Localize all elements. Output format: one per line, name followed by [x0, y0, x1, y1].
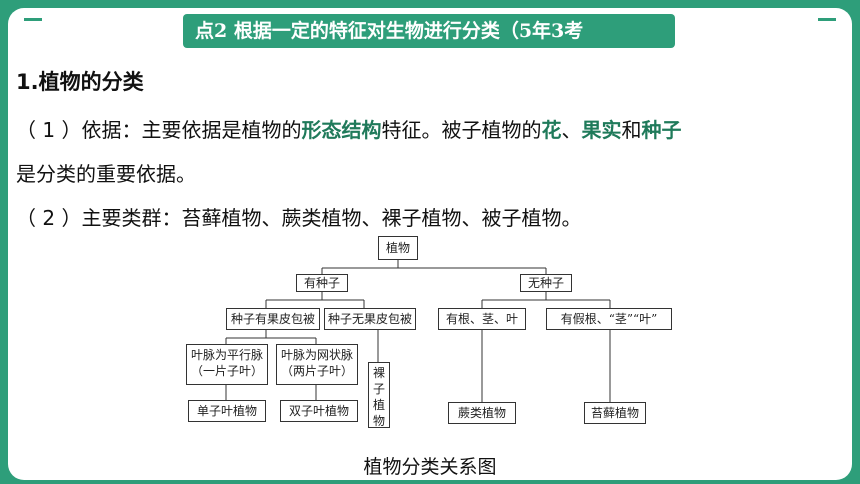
parallel-venation-text: 叶脉为平行脉 [190, 348, 263, 362]
node-gymnosperms: 裸子植物 [368, 362, 390, 428]
node-mosses: 苔藓植物 [584, 402, 646, 424]
node-plants: 植物 [378, 236, 418, 260]
classification-diagram: 植物 有种子 无种子 种子有果皮包被 种子无果皮包被 有根、茎、叶 有假根、“茎… [180, 230, 700, 435]
node-root-stem-leaf: 有根、茎、叶 [438, 308, 526, 330]
connector-lines [225, 260, 611, 402]
node-false-root: 有假根、“茎”“叶” [546, 308, 672, 330]
highlight-morphology: 形态结构 [301, 118, 382, 142]
highlight-seed: 种子 [641, 118, 682, 142]
separator: 、 [561, 118, 582, 142]
node-parallel-venation: 叶脉为平行脉 （一片子叶） [186, 344, 268, 385]
basis-text: （ 1 ）依据：主要依据是植物的 [16, 118, 302, 142]
node-seed-naked: 种子无果皮包被 [324, 308, 416, 330]
section-title: 1.植物的分类 [16, 70, 144, 94]
corner-tick-left [24, 18, 42, 21]
node-dicots: 双子叶植物 [280, 400, 358, 422]
basis-text-mid: 特征。被子植物的 [381, 118, 542, 142]
highlight-flower: 花 [541, 118, 562, 142]
node-seed-enclosed: 种子有果皮包被 [226, 308, 320, 330]
node-has-seed: 有种子 [296, 274, 348, 292]
diagram-caption: 植物分类关系图 [363, 456, 497, 478]
basis-line-2: 是分类的重要依据。 [16, 162, 196, 186]
node-monocots: 单子叶植物 [188, 400, 266, 422]
node-no-seed: 无种子 [520, 274, 572, 292]
highlight-fruit: 果实 [581, 118, 622, 142]
corner-tick-right [818, 18, 836, 21]
section-banner: 点2 根据一定的特征对生物进行分类（5年3考 [183, 14, 675, 48]
basis-line: （ 1 ）依据：主要依据是植物的形态结构特征。被子植物的花、果实和种子 [16, 114, 681, 143]
node-ferns: 蕨类植物 [448, 402, 516, 424]
groups-line: （ 2 ）主要类群：苔藓植物、蕨类植物、裸子植物、被子植物。 [16, 206, 582, 230]
net-venation-text: 叶脉为网状脉 [280, 348, 353, 362]
two-cotyledon-text: （两片子叶） [280, 364, 353, 379]
conjunction: 和 [621, 118, 642, 142]
node-net-venation: 叶脉为网状脉 （两片子叶） [276, 344, 358, 385]
one-cotyledon-text: （一片子叶） [190, 364, 263, 379]
slide-card: 点2 根据一定的特征对生物进行分类（5年3考 [8, 8, 852, 480]
